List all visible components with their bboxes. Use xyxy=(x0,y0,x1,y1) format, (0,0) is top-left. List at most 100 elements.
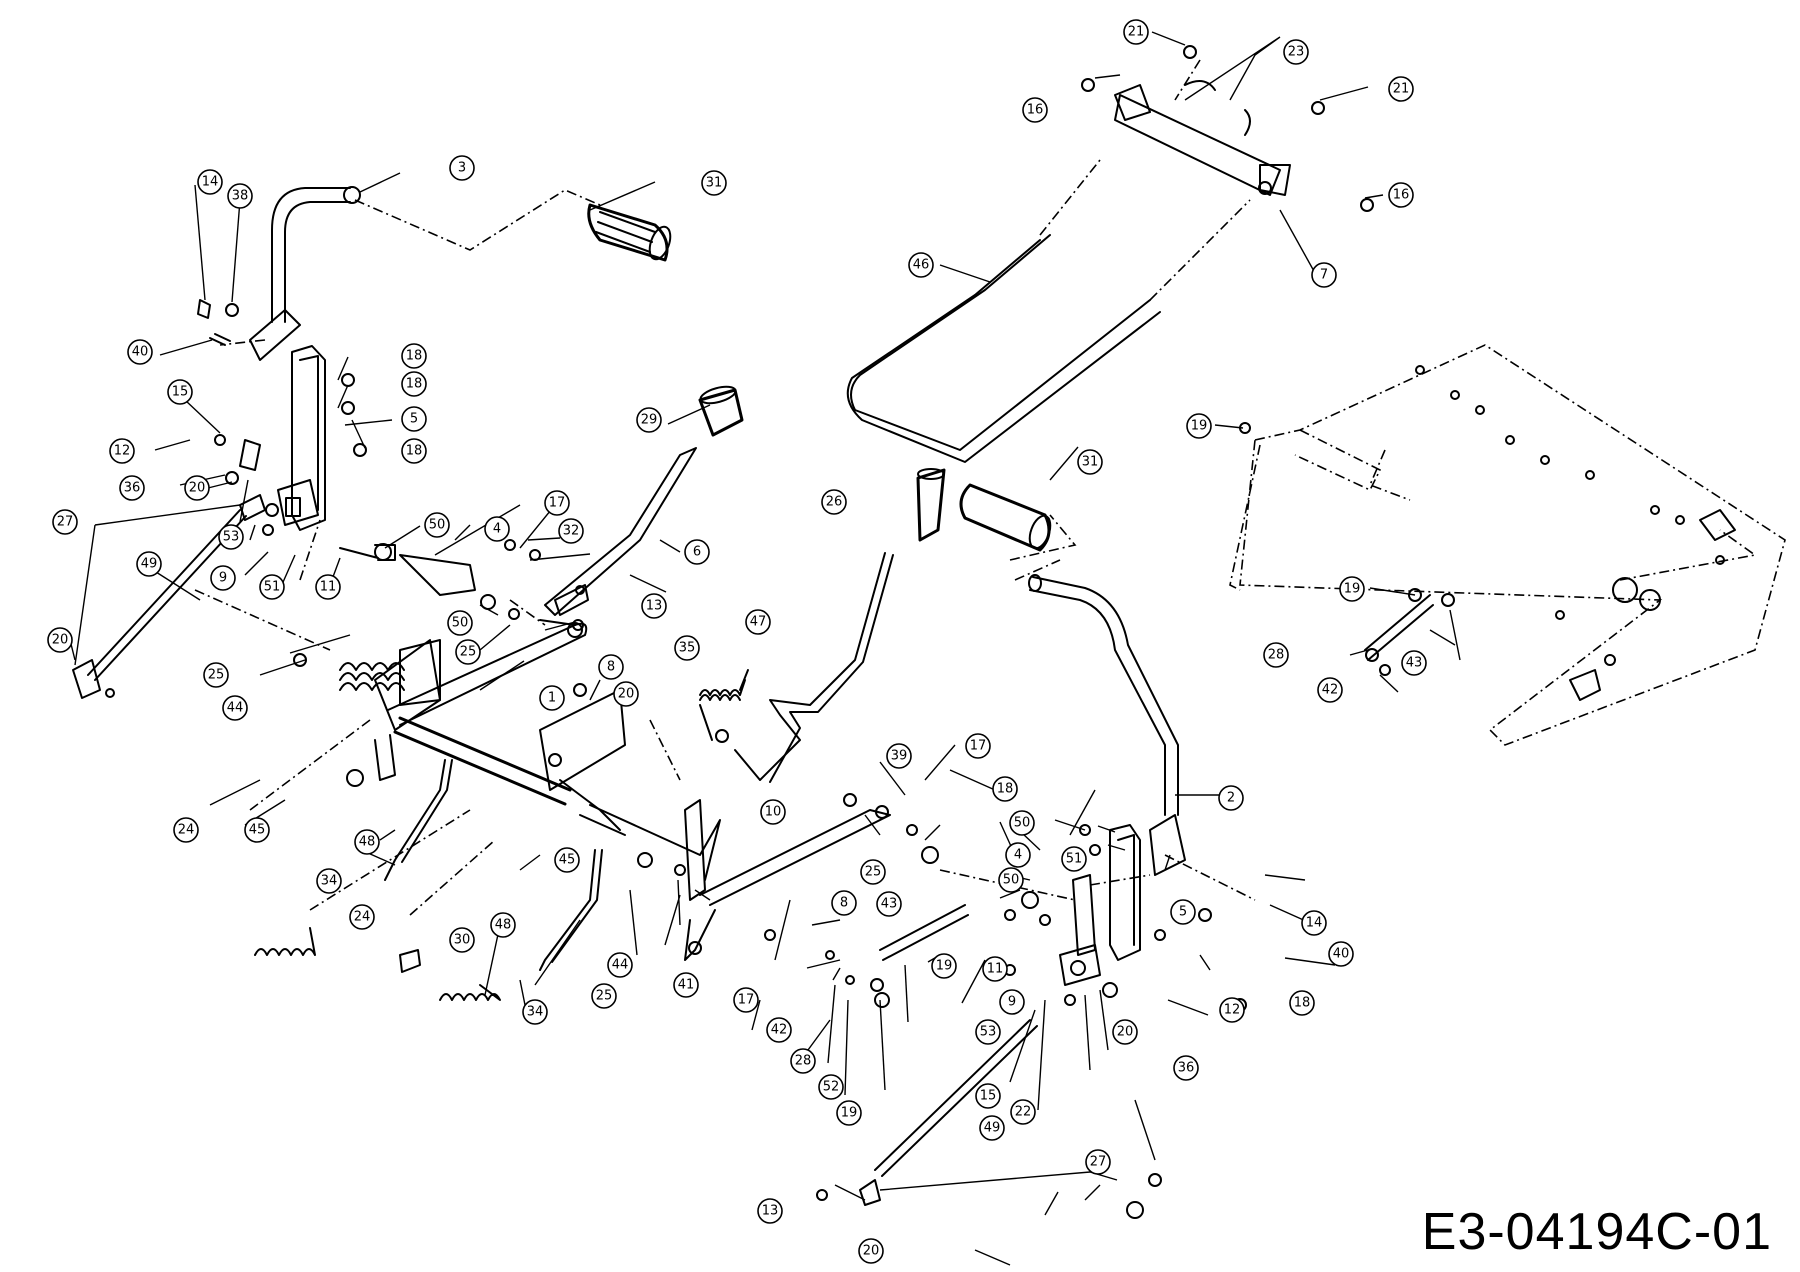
callout-8: 8 xyxy=(598,654,624,680)
callout-53: 53 xyxy=(975,1019,1001,1045)
callout-25: 25 xyxy=(203,662,229,688)
svg-text:43: 43 xyxy=(881,897,898,912)
svg-text:42: 42 xyxy=(1322,683,1339,698)
svg-text:18: 18 xyxy=(997,782,1014,797)
svg-text:12: 12 xyxy=(1224,1003,1241,1018)
svg-text:2: 2 xyxy=(1227,791,1235,806)
spring-assembly-left xyxy=(339,639,441,706)
svg-text:8: 8 xyxy=(840,896,848,911)
callout-4: 4 xyxy=(1005,842,1031,868)
svg-text:29: 29 xyxy=(641,413,658,428)
svg-text:1: 1 xyxy=(548,691,556,706)
svg-text:25: 25 xyxy=(865,865,882,880)
svg-text:27: 27 xyxy=(1090,1155,1107,1170)
callout-45: 45 xyxy=(244,817,270,843)
callout-42: 42 xyxy=(766,1017,792,1043)
svg-text:53: 53 xyxy=(980,1025,997,1040)
svg-text:52: 52 xyxy=(823,1080,840,1095)
shift-lever-47 xyxy=(734,468,946,783)
callout-19: 19 xyxy=(836,1100,862,1126)
callout-26: 26 xyxy=(821,489,847,515)
callout-20: 20 xyxy=(613,681,639,707)
rods-48 xyxy=(384,759,603,971)
svg-text:17: 17 xyxy=(970,739,987,754)
svg-text:38: 38 xyxy=(232,189,249,204)
svg-text:11: 11 xyxy=(320,580,337,595)
callout-32: 32 xyxy=(558,518,584,544)
svg-text:24: 24 xyxy=(178,823,195,838)
svg-text:28: 28 xyxy=(795,1054,812,1069)
callout-1: 1 xyxy=(539,685,565,711)
svg-text:28: 28 xyxy=(1268,648,1285,663)
svg-text:19: 19 xyxy=(936,959,953,974)
callout-4: 4 xyxy=(484,516,510,542)
callout-52: 52 xyxy=(818,1074,844,1100)
callout-36: 36 xyxy=(119,475,145,501)
shaft-assembly xyxy=(374,622,891,961)
svg-text:16: 16 xyxy=(1027,103,1044,118)
callout-46: 46 xyxy=(908,252,934,278)
svg-text:21: 21 xyxy=(1393,82,1410,97)
callout-49: 49 xyxy=(979,1115,1005,1141)
callout-50: 50 xyxy=(1009,810,1035,836)
svg-text:3: 3 xyxy=(458,161,466,176)
grip-31-right xyxy=(959,483,1052,552)
svg-text:4: 4 xyxy=(493,522,501,537)
svg-text:24: 24 xyxy=(354,910,371,925)
svg-text:11: 11 xyxy=(987,962,1004,977)
callout-40: 40 xyxy=(127,339,153,365)
svg-text:4: 4 xyxy=(1014,848,1022,863)
svg-text:35: 35 xyxy=(679,641,696,656)
callout-13: 13 xyxy=(641,593,667,619)
svg-text:50: 50 xyxy=(429,518,446,533)
callout-6: 6 xyxy=(684,539,710,565)
callout-20: 20 xyxy=(47,627,73,653)
drawing-code: E3-04194C-01 xyxy=(1421,1203,1772,1261)
svg-text:51: 51 xyxy=(264,580,281,595)
callout-20: 20 xyxy=(858,1238,884,1264)
callout-48: 48 xyxy=(490,912,516,938)
svg-text:34: 34 xyxy=(527,1005,544,1020)
svg-text:20: 20 xyxy=(618,687,635,702)
callout-44: 44 xyxy=(607,952,633,978)
callout-31: 31 xyxy=(1077,449,1103,475)
svg-text:36: 36 xyxy=(1178,1061,1195,1076)
callout-27: 27 xyxy=(52,509,78,535)
svg-text:19: 19 xyxy=(1191,419,1208,434)
callout-34: 34 xyxy=(522,999,548,1025)
callout-10: 10 xyxy=(760,799,786,825)
svg-text:43: 43 xyxy=(1406,656,1423,671)
callout-53: 53 xyxy=(218,524,244,550)
svg-text:25: 25 xyxy=(596,989,613,1004)
callout-7: 7 xyxy=(1311,262,1337,288)
callout-21: 21 xyxy=(1388,76,1414,102)
spring-35 xyxy=(699,669,749,743)
svg-text:31: 31 xyxy=(706,176,723,191)
callout-34: 34 xyxy=(316,868,342,894)
callout-12: 12 xyxy=(1219,997,1245,1023)
callout-48: 48 xyxy=(354,829,380,855)
callout-47: 47 xyxy=(745,609,771,635)
callout-5: 5 xyxy=(1170,899,1196,925)
svg-text:48: 48 xyxy=(495,918,512,933)
callout-14: 14 xyxy=(197,169,223,195)
callout-11: 11 xyxy=(315,574,341,600)
svg-text:23: 23 xyxy=(1288,45,1305,60)
svg-text:26: 26 xyxy=(826,495,843,510)
callout-17: 17 xyxy=(965,733,991,759)
svg-text:20: 20 xyxy=(1117,1025,1134,1040)
bracket-5-left xyxy=(277,345,326,531)
svg-text:25: 25 xyxy=(460,645,477,660)
top-bar-7 xyxy=(1114,59,1291,196)
callout-16: 16 xyxy=(1022,97,1048,123)
svg-text:5: 5 xyxy=(1179,905,1187,920)
callout-20: 20 xyxy=(184,475,210,501)
svg-text:45: 45 xyxy=(249,823,266,838)
svg-text:47: 47 xyxy=(750,615,767,630)
lever-6 xyxy=(544,447,697,616)
springs-34 xyxy=(254,927,501,1001)
svg-text:48: 48 xyxy=(359,835,376,850)
svg-text:42: 42 xyxy=(771,1023,788,1038)
svg-text:34: 34 xyxy=(321,874,338,889)
